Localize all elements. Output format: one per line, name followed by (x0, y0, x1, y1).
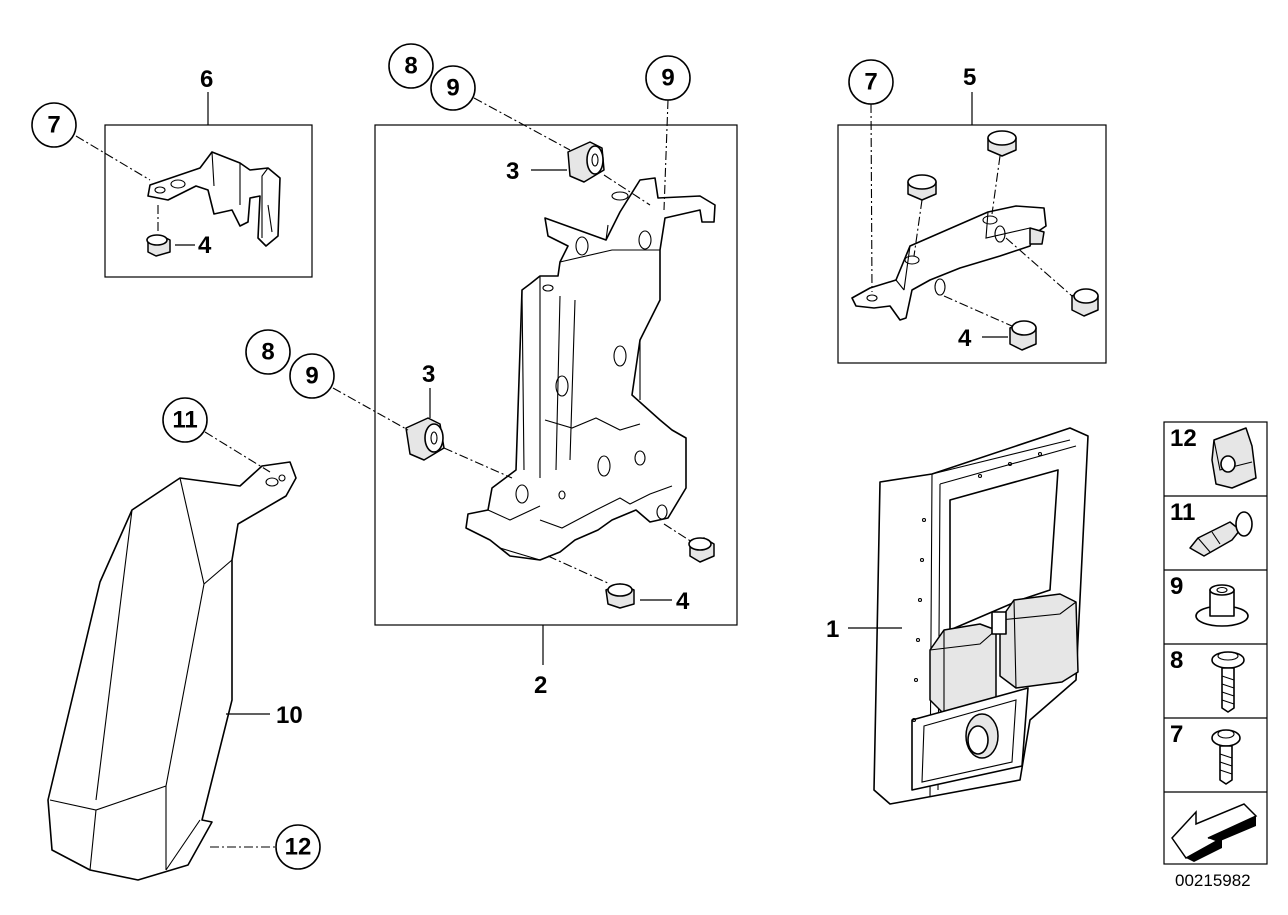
callout-12 (275, 824, 321, 870)
label-4-group2: 4 (676, 588, 690, 615)
group-6-bracket: 6 4 7 (31, 66, 313, 278)
legend-label-11: 11 (1170, 499, 1195, 526)
legend-label-12: 12 (1170, 425, 1197, 452)
svg-text:11: 11 (172, 407, 197, 434)
svg-text:9: 9 (305, 363, 318, 390)
legend-item-11: 11 (1170, 499, 1253, 557)
legend-label-9: 9 (1170, 573, 1183, 600)
label-5: 5 (963, 64, 976, 91)
svg-text:7: 7 (864, 69, 877, 96)
svg-text:12: 12 (285, 834, 312, 861)
legend-item-8: 8 (1170, 647, 1245, 713)
part-10-trim-cover: 10 11 12 (47, 397, 321, 881)
label-6: 6 (200, 66, 213, 93)
svg-text:8: 8 (261, 339, 274, 366)
part-1-control-unit: 1 (826, 427, 1089, 805)
legend-item-12: 12 (1170, 425, 1257, 489)
callout-11 (162, 397, 208, 443)
svg-text:7: 7 (47, 112, 60, 139)
legend-item-9: 9 (1170, 573, 1249, 627)
hardware-legend: 12 11 9 8 7 (1163, 421, 1268, 865)
label-3-top: 3 (506, 158, 519, 185)
label-2: 2 (534, 672, 547, 699)
diagram-code: 00215982 (1175, 871, 1251, 890)
legend-label-8: 8 (1170, 647, 1183, 674)
svg-text:9: 9 (446, 75, 459, 102)
callout-9-mid (289, 353, 335, 399)
legend-label-7: 7 (1170, 721, 1183, 748)
callout-8-mid (245, 329, 291, 375)
label-1: 1 (826, 616, 839, 643)
label-3-mid: 3 (422, 361, 435, 388)
svg-text:9: 9 (661, 65, 674, 92)
group-5-bracket: 5 4 7 (837, 59, 1107, 364)
label-4-group5: 4 (958, 325, 972, 352)
label-10: 10 (276, 702, 303, 729)
group-2-mounting-frame: 2 3 3 (245, 43, 738, 699)
callout-8-top (388, 43, 434, 89)
legend-item-7: 7 (1170, 721, 1241, 785)
direction-arrow-icon (1171, 803, 1258, 862)
label-4-group6: 4 (198, 232, 212, 259)
callout-7-group6 (31, 102, 77, 148)
svg-text:8: 8 (404, 53, 417, 80)
callout-9-top-left (430, 65, 476, 111)
